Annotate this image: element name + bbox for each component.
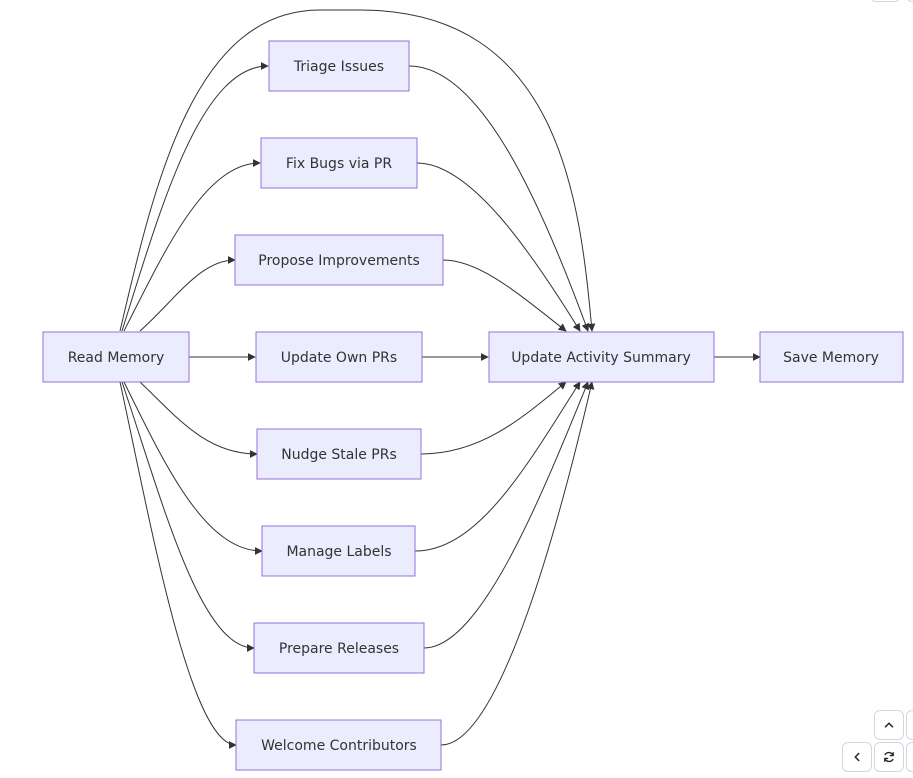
edge-prepare-releases-to-update-activity-summary (423, 381, 589, 649)
chevron-up-icon (884, 722, 894, 728)
node-welcome-contributors[interactable]: Welcome Contributors (235, 719, 442, 771)
node-manage-labels[interactable]: Manage Labels (261, 525, 416, 577)
edge-read-memory-to-propose-improvements (139, 256, 236, 332)
pan-up-right-partial[interactable] (906, 710, 913, 740)
node-update-activity-summary[interactable]: Update Activity Summary (488, 331, 715, 383)
node-update-own-prs[interactable]: Update Own PRs (255, 331, 423, 383)
node-prepare-releases[interactable]: Prepare Releases (253, 622, 425, 674)
edge-read-memory-to-prepare-releases (121, 381, 255, 652)
node-label: Update Own PRs (281, 350, 397, 366)
edge-propose-improvements-to-update-activity-summary (442, 259, 567, 332)
reset-view-button[interactable] (874, 742, 904, 772)
node-save-memory[interactable]: Save Memory (759, 331, 904, 383)
reset-icon (884, 751, 894, 763)
edge-triage-issues-to-update-activity-summary (408, 65, 590, 332)
node-nudge-stale-prs[interactable]: Nudge Stale PRs (256, 428, 422, 480)
node-label: Welcome Contributors (261, 738, 417, 754)
edge-fix-bugs-to-update-activity-summary (416, 162, 581, 332)
node-label: Read Memory (68, 350, 165, 366)
edge-manage-labels-to-update-activity-summary (414, 381, 581, 552)
node-label: Propose Improvements (258, 253, 420, 269)
node-label: Triage Issues (293, 59, 384, 75)
node-triage-issues[interactable]: Triage Issues (268, 40, 410, 92)
edge-read-memory-to-update-activity-summary (119, 9, 596, 332)
node-read-memory[interactable]: Read Memory (42, 331, 190, 383)
edge-read-memory-to-manage-labels (123, 381, 263, 555)
node-fix-bugs-via-pr[interactable]: Fix Bugs via PR (260, 137, 418, 189)
pan-right-partial[interactable] (906, 742, 913, 772)
edge-read-memory-to-welcome-contributors (119, 381, 237, 749)
edges (119, 9, 761, 749)
chevron-left-icon (854, 752, 860, 762)
node-propose-improvements[interactable]: Propose Improvements (234, 234, 444, 286)
node-label: Nudge Stale PRs (281, 447, 397, 463)
node-label: Prepare Releases (279, 641, 399, 657)
edge-nudge-stale-prs-to-update-activity-summary (420, 381, 567, 455)
node-label: Manage Labels (286, 544, 391, 560)
edge-read-memory-to-nudge-stale-prs (139, 381, 258, 458)
node-label: Save Memory (783, 350, 879, 366)
edge-read-memory-to-fix-bugs (123, 159, 261, 332)
pan-left-button[interactable] (842, 742, 872, 772)
nodes: Read Memory Triage Issues Fix Bugs via P… (42, 40, 904, 771)
edge-read-memory-to-triage-issues (121, 62, 269, 332)
pan-up-button[interactable] (874, 710, 904, 740)
node-label: Fix Bugs via PR (286, 156, 392, 172)
zoom-control-partial[interactable] (870, 0, 900, 2)
node-label: Update Activity Summary (511, 350, 691, 366)
edge-welcome-contributors-to-update-activity-summary (440, 381, 595, 746)
